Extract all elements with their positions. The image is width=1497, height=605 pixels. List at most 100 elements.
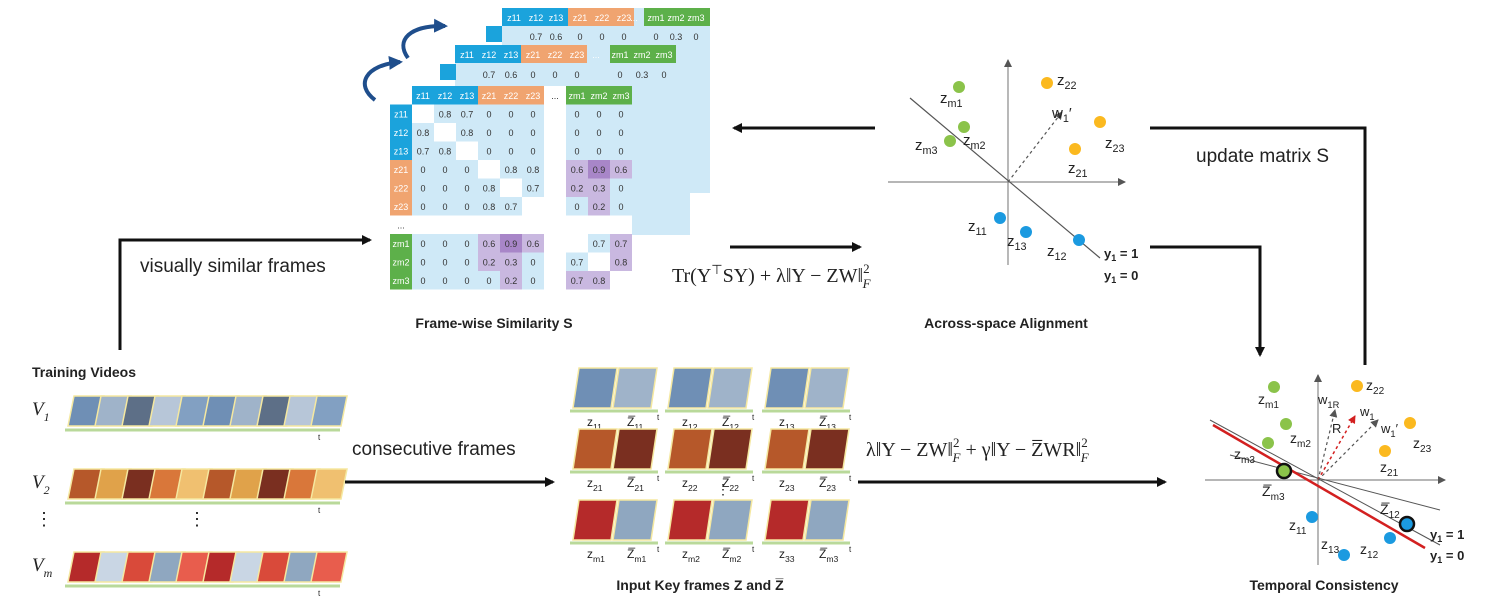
matrix-cell — [434, 178, 456, 197]
keyframe-caption-bar: Z̅21 — [627, 476, 644, 493]
matrix-cell — [434, 215, 456, 234]
matrix-cell — [544, 104, 566, 123]
matrix-cell-value: 0.8 — [593, 276, 606, 286]
point-zm1 — [953, 81, 965, 93]
back2-cell: 0.7 — [530, 32, 543, 42]
matrix-col-header-label: z22 — [504, 91, 519, 101]
matrix-cell — [566, 178, 588, 197]
keyframe-thumb — [764, 428, 810, 470]
keyframes-ellipsis: ⋮ — [716, 481, 730, 497]
matrix-row-header — [390, 215, 412, 234]
matrix-cell — [610, 252, 632, 271]
matrix-cell-value: 0.8 — [505, 165, 518, 175]
matrix-cell — [610, 141, 632, 160]
matrix-cell — [478, 160, 500, 179]
matrix-cell — [588, 178, 610, 197]
matrix-col-header-label: z23 — [526, 91, 541, 101]
matrix-cell — [456, 234, 478, 253]
temporal-label-13: z13 — [1321, 536, 1340, 556]
point-z21 — [1069, 143, 1081, 155]
matrix-cell-value: 0 — [464, 165, 469, 175]
matrix-cell — [456, 197, 478, 216]
matrix-cell — [610, 178, 632, 197]
matrix-cell-value: 0 — [508, 147, 513, 157]
matrix-cell — [456, 104, 478, 123]
matrix-cell-value: 0 — [464, 258, 469, 268]
matrix-cell — [522, 141, 544, 160]
matrix-col-header — [544, 86, 566, 105]
back2-header: z13 — [549, 13, 564, 23]
back2-header: z23 — [617, 13, 632, 23]
matrix-cell-value: 0.3 — [593, 184, 606, 194]
matrix-col-header — [412, 86, 434, 105]
matrix-row-header-label: z12 — [394, 128, 409, 138]
keyframe-caption-bar: Z̅11 — [627, 415, 643, 432]
align-label-z13: z13 — [1007, 233, 1027, 253]
matrix-cell-value: 0 — [596, 110, 601, 120]
matrix-cell-value: 0 — [530, 258, 535, 268]
back2-cell: 0 — [577, 32, 582, 42]
matrix-cell-value: 0.7 — [527, 184, 540, 194]
matrix-cell-value: 0.9 — [593, 165, 606, 175]
frames-ellipsis: ⋮ — [188, 509, 206, 529]
matrix-cell — [412, 252, 434, 271]
matrix-cell — [522, 178, 544, 197]
matrix-cell-value: 0.8 — [417, 128, 430, 138]
matrix-cell — [500, 252, 522, 271]
matrix-cell-value: 0.6 — [527, 239, 540, 249]
matrix-cell — [544, 252, 566, 271]
matrix-row-header-label: zm3 — [392, 276, 409, 286]
update-matrix-label: update matrix S — [1196, 146, 1329, 167]
matrix-cell — [566, 252, 588, 271]
tpoint-zm3bar — [1275, 462, 1293, 480]
point-z22 — [1041, 77, 1053, 89]
matrix-cell — [478, 123, 500, 142]
keyframe-thumb — [612, 367, 658, 409]
matrix-cell — [478, 252, 500, 271]
temporal-label-4: zm2 — [1290, 430, 1311, 450]
back2-header: zm3 — [687, 13, 704, 23]
matrix-cell — [522, 234, 544, 253]
keyframe-caption-bar: Z̅12 — [722, 415, 739, 432]
temporal-legend-1: y1 = 0 — [1430, 548, 1464, 565]
back1-header: zm3 — [655, 50, 672, 60]
matrix-cell-value: 0 — [574, 147, 579, 157]
matrix-col-header — [588, 86, 610, 105]
matrix-row-header — [390, 123, 412, 142]
matrix-cell — [544, 123, 566, 142]
matrix-cell — [544, 178, 566, 197]
back1-header: z11 — [460, 50, 474, 60]
matrix-cell — [412, 178, 434, 197]
matrix-cell — [566, 104, 588, 123]
matrix-cell — [588, 123, 610, 142]
matrix-cell-value: 0.2 — [483, 258, 496, 268]
back2-cell: 0 — [653, 32, 658, 42]
tpoint-z12 — [1384, 532, 1396, 544]
back1-cell: 0 — [530, 70, 535, 80]
align-legend-1: y1 = 0 — [1104, 268, 1138, 285]
matrix-cell — [544, 160, 566, 179]
time-axis-t: t — [657, 545, 660, 554]
keyframe-thumb — [612, 499, 658, 541]
matrix-cell — [478, 178, 500, 197]
matrix-cell-value: 0.8 — [439, 147, 452, 157]
matrix-cell — [588, 215, 610, 234]
matrix-cell — [478, 104, 500, 123]
matrix-cell — [522, 104, 544, 123]
matrix-cell — [522, 160, 544, 179]
back2-header: z21 — [573, 13, 588, 23]
matrix-col-header — [478, 86, 500, 105]
keyframe-thumb — [764, 499, 810, 541]
matrix-cell-value: 0 — [530, 128, 535, 138]
back1-header: zm2 — [633, 50, 650, 60]
matrix-col-header-label: z11 — [416, 91, 430, 101]
matrix-cell-value: 0 — [442, 202, 447, 212]
matrix-cell — [522, 197, 544, 216]
point-z23 — [1094, 116, 1106, 128]
matrix-col-header — [500, 86, 522, 105]
matrix-cell-value: 0.7 — [615, 239, 628, 249]
matrix-cell — [566, 271, 588, 290]
temporal-label-2: w1R — [1317, 392, 1340, 410]
matrix-col-header — [434, 86, 456, 105]
matrix-cell — [434, 271, 456, 290]
